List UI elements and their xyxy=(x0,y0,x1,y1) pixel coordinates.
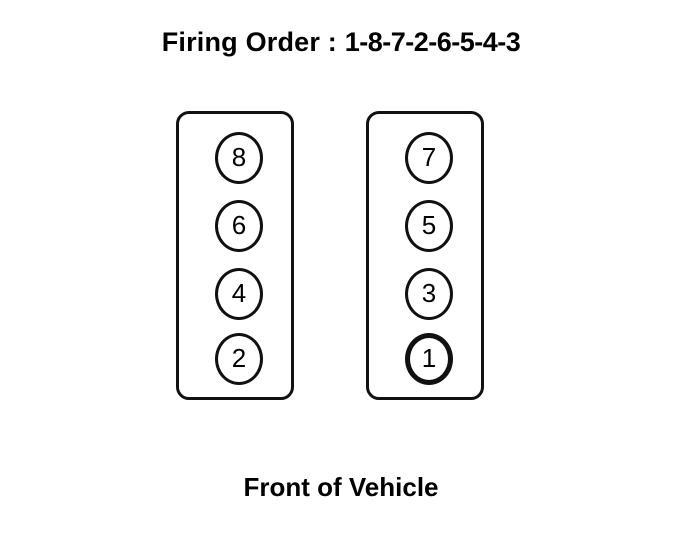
cylinder-number: 6 xyxy=(231,210,247,240)
cylinder-2: 2 xyxy=(215,333,263,385)
cylinder-bank-left: 8 6 4 2 xyxy=(176,111,294,400)
cylinder-5: 5 xyxy=(405,200,453,252)
cylinder-3: 3 xyxy=(405,268,453,320)
cylinder-8: 8 xyxy=(215,132,263,184)
title-label: Firing Order xyxy=(161,27,321,57)
cylinder-number: 8 xyxy=(231,142,247,172)
title-separator: : xyxy=(320,27,345,57)
firing-order-sequence: 1-8-7-2-6-5-4-3 xyxy=(344,27,521,57)
cylinder-number: 5 xyxy=(421,210,437,240)
cylinder-7: 7 xyxy=(405,132,453,184)
front-of-vehicle-caption: Front of Vehicle xyxy=(243,472,439,502)
cylinder-1: 1 xyxy=(405,333,453,385)
cylinder-6: 6 xyxy=(215,200,263,252)
cylinder-number: 7 xyxy=(421,142,437,172)
cylinder-number: 4 xyxy=(231,278,247,308)
cylinder-number: 3 xyxy=(421,278,437,308)
cylinder-number: 1 xyxy=(421,343,437,373)
cylinder-4: 4 xyxy=(215,268,263,320)
cylinder-bank-right: 7 5 3 1 xyxy=(366,111,484,400)
engine-banks: 8 6 4 2 7 5 3 1 xyxy=(176,111,484,400)
page-title: Firing Order : 1-8-7-2-6-5-4-3 xyxy=(0,26,682,58)
cylinder-number: 2 xyxy=(231,343,247,373)
